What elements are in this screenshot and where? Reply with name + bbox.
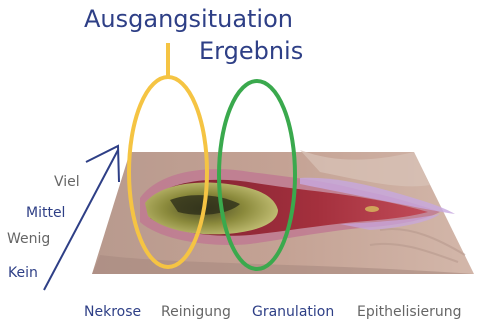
phase-label-reinigung: Reinigung: [161, 305, 231, 319]
phase-label-epithelisierung: Epithelisierung: [357, 305, 462, 319]
level-label-kein: Kein: [8, 266, 38, 280]
title-result: Ergebnis: [199, 39, 303, 63]
title-start: Ausgangsituation: [84, 7, 293, 31]
phase-label-granulation: Granulation: [252, 305, 334, 319]
level-label-mittel: Mittel: [26, 206, 65, 220]
level-label-viel: Viel: [54, 175, 80, 189]
phase-label-nekrose: Nekrose: [84, 305, 141, 319]
level-label-wenig: Wenig: [7, 232, 50, 246]
